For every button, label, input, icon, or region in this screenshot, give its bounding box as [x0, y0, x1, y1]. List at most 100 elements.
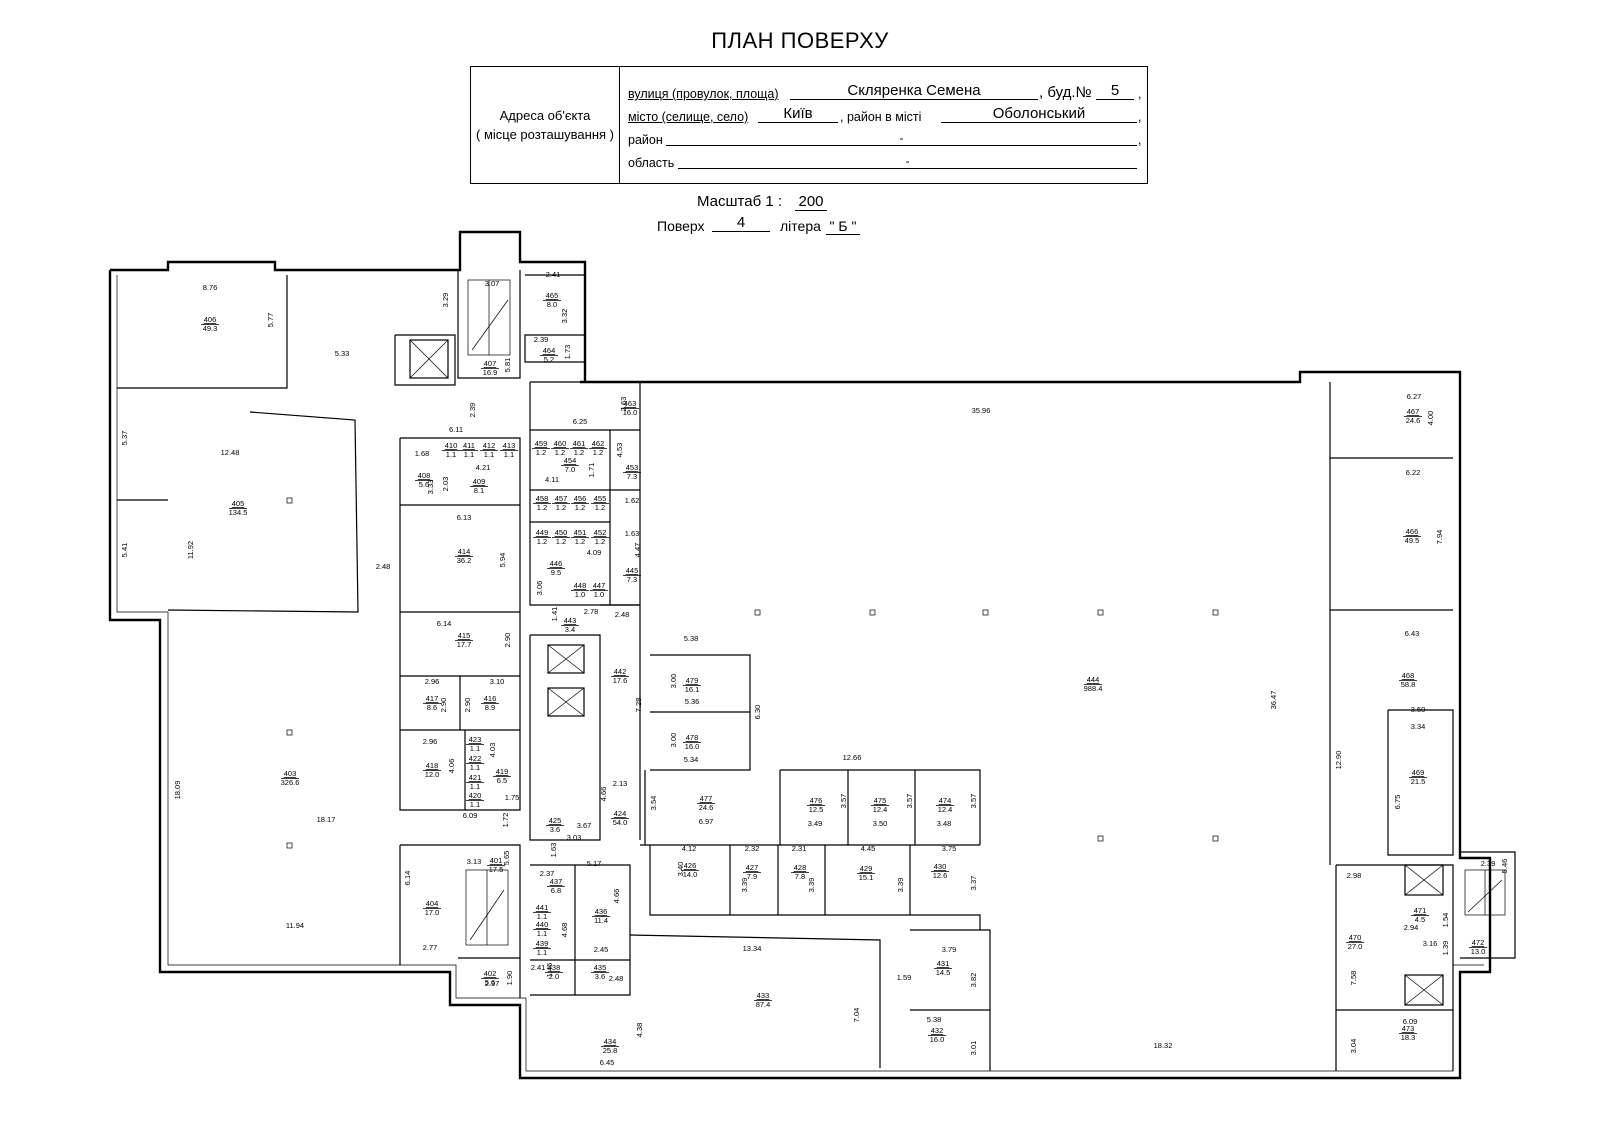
dimension-label: 36.47	[1269, 691, 1278, 710]
room-area: 16.1	[685, 685, 700, 694]
room-area: 17.5	[489, 865, 504, 874]
lift-shafts	[409, 339, 1444, 1006]
room-number: 459	[535, 439, 548, 448]
room-area: 16.0	[930, 1035, 945, 1044]
room-area: 7.3	[627, 472, 637, 481]
room-area: 11.4	[594, 916, 608, 925]
room-number: 424	[614, 809, 627, 818]
room-area: 1.1	[537, 948, 547, 957]
dimension-label: 6.11	[449, 425, 463, 434]
dimension-label: 1.45	[545, 963, 554, 978]
address-label-line1: Адреса об'єкта	[499, 108, 591, 123]
dimension-label: 2.32	[745, 844, 760, 853]
dimension-label: 2.96	[423, 737, 438, 746]
room-area: 16.0	[685, 742, 700, 751]
dimension-label: 4.66	[599, 787, 608, 802]
dimension-label: 2.39	[468, 403, 477, 418]
room-area: 8.6	[427, 703, 437, 712]
room-area: 7.0	[565, 465, 575, 474]
room-number: 408	[418, 471, 431, 480]
dimension-label: 4.21	[476, 463, 491, 472]
room-area: 17.6	[613, 676, 628, 685]
room-area: 1.2	[595, 537, 605, 546]
dimension-label: 4.12	[682, 844, 697, 853]
room-number: 469	[1412, 768, 1425, 777]
dimension-label: 7.58	[1349, 971, 1358, 986]
room-number: 450	[555, 528, 568, 537]
room-number: 401	[490, 856, 503, 865]
room-area: 1.1	[537, 912, 547, 921]
dimension-label: 2.37	[540, 869, 555, 878]
dimension-label: 3.57	[969, 794, 978, 809]
room-number: 406	[204, 315, 217, 324]
dimension-label: 11.94	[286, 921, 304, 930]
dimension-label: 5.33	[335, 349, 350, 358]
room-area: 5.6	[485, 978, 495, 987]
dimension-label: 4.00	[1426, 411, 1435, 426]
room-area: 15.1	[859, 873, 874, 882]
dimension-label: 1.72	[501, 813, 510, 828]
room-area: 24.6	[1406, 416, 1421, 425]
building-label: , буд.№	[1039, 84, 1092, 101]
dimension-label: 5.17	[587, 859, 602, 868]
address-label-line2: ( місце розташування )	[476, 127, 614, 142]
room-number: 418	[426, 761, 439, 770]
dimension-label: 3.37	[969, 876, 978, 891]
room-area: 1.2	[556, 503, 566, 512]
room-number: 476	[810, 796, 823, 805]
region-value: -	[905, 154, 910, 168]
room-area: 1.2	[556, 537, 566, 546]
dimension-label: 2.41	[531, 963, 546, 972]
dimension-label: 5.46	[1500, 859, 1509, 874]
room-number: 455	[594, 494, 607, 503]
dimension-label: 2.48	[615, 610, 630, 619]
dimension-label: 5.38	[927, 1015, 942, 1024]
page-title: ПЛАН ПОВЕРХУ	[711, 28, 889, 53]
room-number: 412	[483, 441, 496, 450]
dimension-label: 1.68	[415, 449, 430, 458]
room-area: 21.5	[1411, 777, 1426, 786]
dimension-label: 3.75	[942, 844, 957, 853]
room-area: 988.4	[1084, 684, 1103, 693]
comma-1: ,	[1138, 87, 1142, 101]
room-number: 478	[686, 733, 699, 742]
dimension-label: 5.94	[498, 553, 507, 568]
room-area: 1.2	[574, 448, 584, 457]
room-number: 451	[574, 528, 587, 537]
room-area: 12.0	[425, 770, 440, 779]
dimension-label: 2.45	[594, 945, 609, 954]
room-number: 468	[1402, 671, 1415, 680]
room-area: 3.4	[565, 625, 575, 634]
dimension-label: 18.17	[317, 815, 336, 824]
room-number: 433	[757, 991, 770, 1000]
dimension-label: 3.16	[1423, 939, 1438, 948]
room-number: 467	[1407, 407, 1420, 416]
dimension-label: 3.50	[873, 819, 888, 828]
dimension-label: 2.39	[534, 335, 549, 344]
room-number: 409	[473, 477, 486, 486]
dimension-label: 2.48	[376, 562, 391, 571]
dimension-label: 6.97	[699, 817, 714, 826]
exterior-walls	[108, 230, 1492, 1080]
room-area: 1.1	[446, 450, 456, 459]
dimension-label: 3.57	[839, 794, 848, 809]
room-area: 7.3	[627, 575, 637, 584]
room-number: 445	[626, 566, 639, 575]
room-area: 12.6	[933, 871, 948, 880]
room-number: 410	[445, 441, 458, 450]
dimension-label: 18.09	[173, 781, 182, 800]
dimension-label: 3.34	[1411, 722, 1426, 731]
dimension-label: 4.66	[612, 889, 621, 904]
room-area: 1.0	[594, 590, 604, 599]
room-number: 404	[426, 899, 439, 908]
dimension-label: 12.66	[843, 753, 862, 762]
room-area: 1.2	[595, 503, 605, 512]
room-number: 407	[484, 359, 497, 368]
dimension-label: 3.33	[426, 480, 435, 495]
room-area: 36.2	[457, 556, 472, 565]
dimension-label: 5.41	[120, 543, 129, 558]
district-underline	[666, 145, 1137, 146]
dimension-label: 1.54	[1441, 913, 1450, 928]
room-number: 427	[746, 863, 759, 872]
room-area: 4.5	[1415, 915, 1425, 924]
